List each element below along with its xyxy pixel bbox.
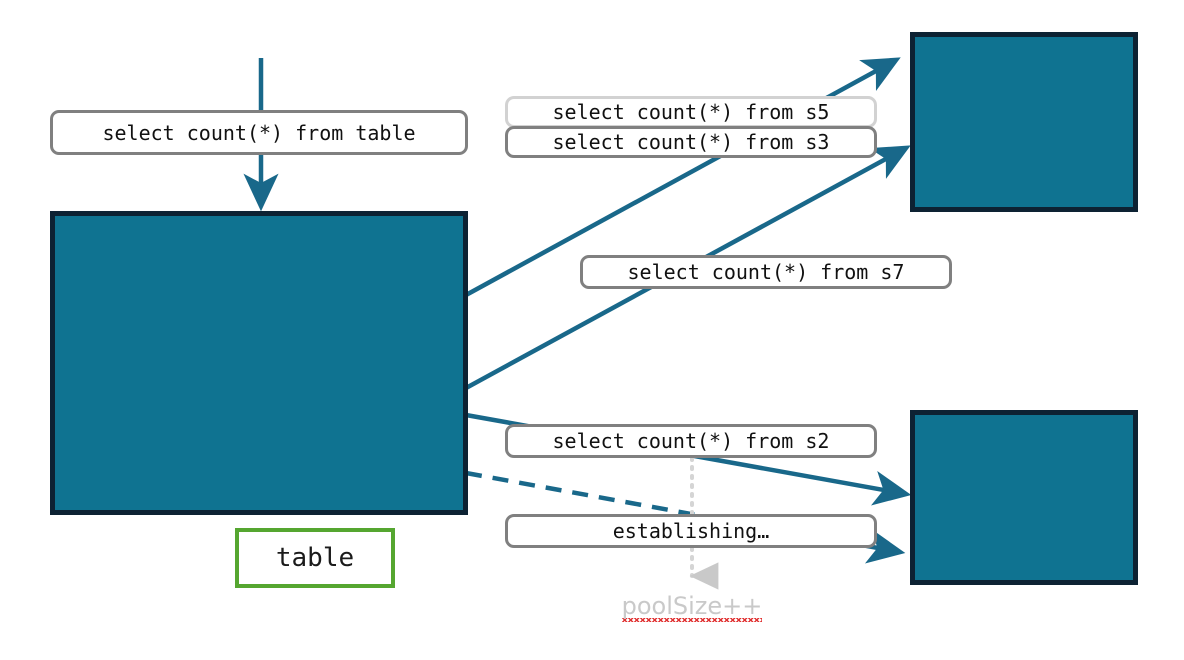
query-label-s7[interactable]: select count(*) from s7 xyxy=(580,255,952,289)
poolsize-annotation-text: poolSize++ xyxy=(621,592,763,620)
status-label-establishing[interactable]: establishing… xyxy=(505,514,877,548)
query-label-s3[interactable]: select count(*) from s3 xyxy=(505,126,877,158)
node-table[interactable]: table xyxy=(235,528,395,588)
query-label-s5[interactable]: select count(*) from s5 xyxy=(505,96,877,128)
connection-pool-bottom: s2 s6 s4 xyxy=(910,410,1138,585)
table-container: table xyxy=(50,211,468,588)
query-label-table[interactable]: select count(*) from table xyxy=(50,110,468,155)
poolsize-annotation: poolSize++ xyxy=(592,592,792,620)
query-label-s2[interactable]: select count(*) from s2 xyxy=(505,424,877,458)
connection-pool-top: s1 s3 s5 s7 xyxy=(910,32,1138,212)
